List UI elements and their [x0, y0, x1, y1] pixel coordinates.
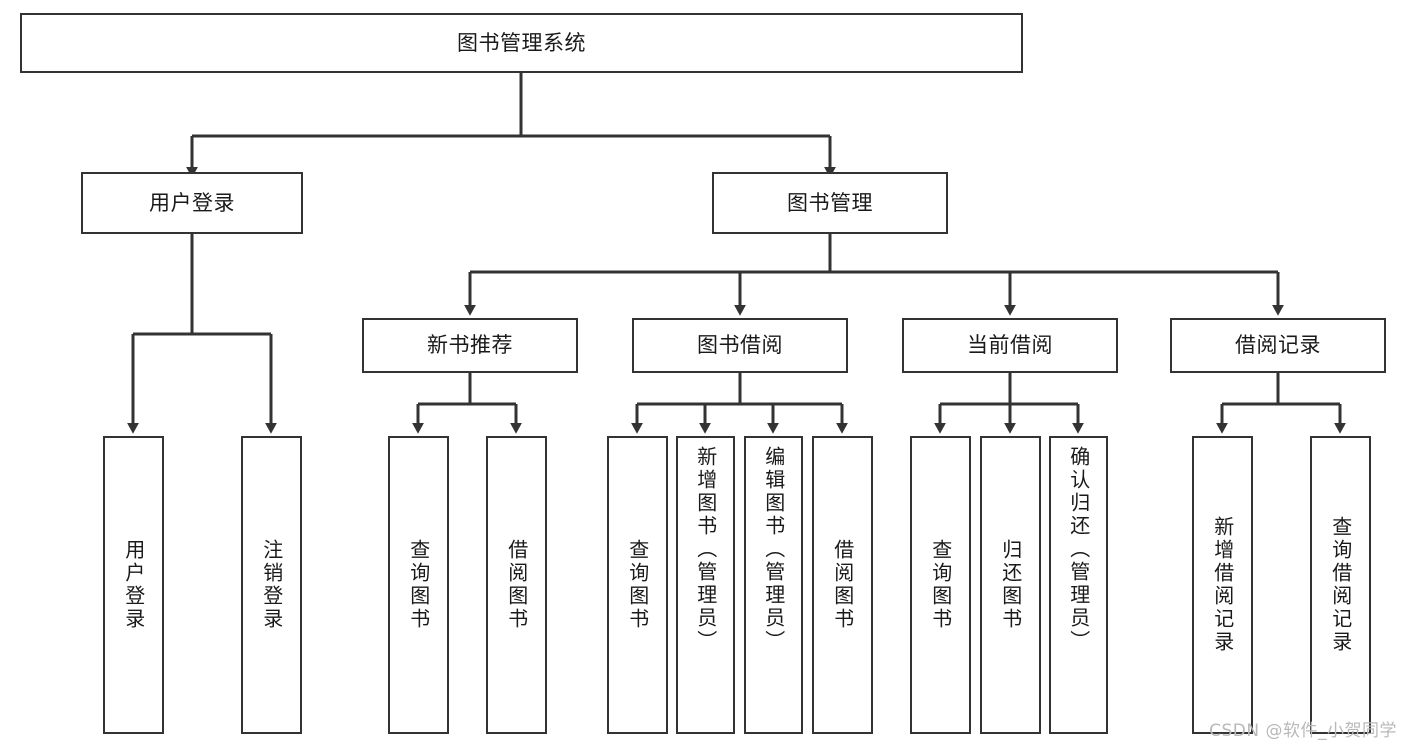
- node-new-book-recommend[interactable]: 新书推荐: [362, 318, 578, 373]
- leaf-confirm-return[interactable]: 确认归还（管理员）: [1049, 436, 1108, 734]
- leaf-borrow-book-b[interactable]: 借阅图书: [812, 436, 873, 734]
- node-user-login-label: 用户登录: [149, 190, 235, 215]
- node-root[interactable]: 图书管理系统: [20, 13, 1023, 73]
- leaf-logout[interactable]: 注销登录: [241, 436, 302, 734]
- node-borrow-record[interactable]: 借阅记录: [1170, 318, 1386, 373]
- leaf-query-record-label: 查询借阅记录: [1328, 516, 1353, 654]
- leaf-query-book-a-label: 查询图书: [406, 539, 431, 631]
- node-book-borrow-label: 图书借阅: [697, 333, 783, 358]
- leaf-query-book-a[interactable]: 查询图书: [388, 436, 449, 734]
- node-user-login[interactable]: 用户登录: [81, 172, 303, 234]
- leaf-query-book-b[interactable]: 查询图书: [607, 436, 668, 734]
- node-book-management-label: 图书管理: [787, 190, 873, 215]
- node-book-borrow[interactable]: 图书借阅: [632, 318, 848, 373]
- leaf-confirm-return-label: 确认归还（管理员）: [1066, 446, 1091, 653]
- leaf-query-book-c-label: 查询图书: [928, 539, 953, 631]
- node-book-management[interactable]: 图书管理: [712, 172, 948, 234]
- node-new-book-recommend-label: 新书推荐: [427, 333, 513, 358]
- leaf-return-book-label: 归还图书: [998, 539, 1023, 631]
- leaf-return-book[interactable]: 归还图书: [980, 436, 1041, 734]
- leaf-borrow-book-a-label: 借阅图书: [504, 539, 529, 631]
- csdn-watermark: CSDN @软件_小贺同学: [1209, 721, 1397, 741]
- node-root-label: 图书管理系统: [457, 30, 586, 55]
- leaf-add-record-label: 新增借阅记录: [1210, 516, 1235, 654]
- node-current-borrow[interactable]: 当前借阅: [902, 318, 1118, 373]
- node-borrow-record-label: 借阅记录: [1235, 333, 1321, 358]
- leaf-query-book-c[interactable]: 查询图书: [910, 436, 971, 734]
- leaf-query-book-b-label: 查询图书: [625, 539, 650, 631]
- leaf-add-book-label: 新增图书（管理员）: [693, 446, 718, 653]
- leaf-user-login[interactable]: 用户登录: [103, 436, 164, 734]
- leaf-borrow-book-b-label: 借阅图书: [830, 539, 855, 631]
- leaf-add-book[interactable]: 新增图书（管理员）: [676, 436, 735, 734]
- leaf-user-login-label: 用户登录: [121, 539, 146, 631]
- leaf-edit-book-label: 编辑图书（管理员）: [761, 446, 786, 653]
- leaf-borrow-book-a[interactable]: 借阅图书: [486, 436, 547, 734]
- leaf-add-record[interactable]: 新增借阅记录: [1192, 436, 1253, 734]
- node-current-borrow-label: 当前借阅: [967, 333, 1053, 358]
- leaf-query-record[interactable]: 查询借阅记录: [1310, 436, 1371, 734]
- leaf-edit-book[interactable]: 编辑图书（管理员）: [744, 436, 803, 734]
- leaf-logout-label: 注销登录: [259, 539, 284, 631]
